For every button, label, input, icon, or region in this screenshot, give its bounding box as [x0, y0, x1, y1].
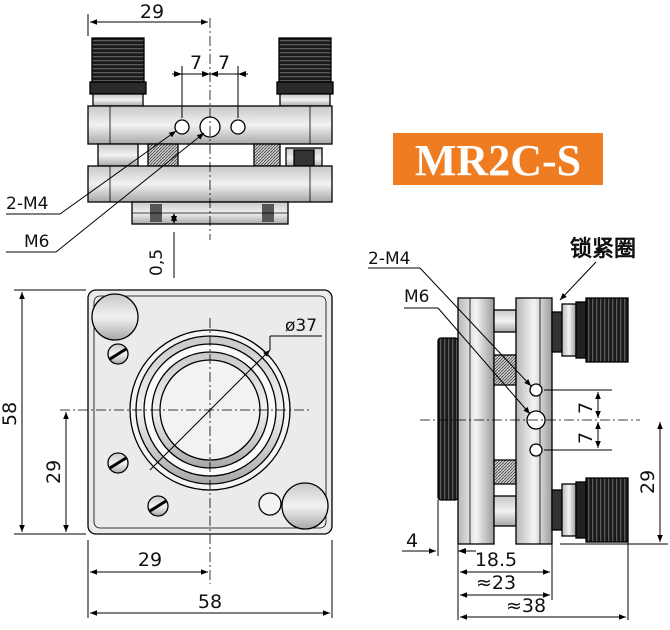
- top-hole-left: [174, 119, 190, 135]
- side-dim-7-lower: 7: [575, 432, 597, 444]
- front-screw-bottom: [147, 495, 169, 517]
- front-dim-aperture: ø37: [285, 316, 317, 336]
- top-left-knob: [89, 37, 147, 107]
- top-dim-7-right: 7: [218, 52, 230, 74]
- front-dim-width-58: 58: [198, 591, 222, 613]
- top-dim-0-5: 0,5: [147, 249, 167, 276]
- front-knob-top-left: [91, 293, 139, 341]
- top-hole-right: [230, 119, 246, 135]
- model-badge: MR2C-S: [393, 133, 603, 185]
- top-view: 29 7 7 2-M4 M6 0,5: [6, 1, 334, 278]
- side-lock-ring: [437, 337, 459, 501]
- side-dim-38: ≈38: [506, 595, 546, 617]
- front-knob-bottom-right: [281, 482, 329, 530]
- side-dim-23: ≈23: [476, 572, 516, 594]
- top-right-knob: [276, 37, 334, 107]
- side-dim-4: 4: [406, 530, 418, 552]
- model-badge-text: MR2C-S: [415, 136, 581, 185]
- side-label-2-m4: 2-M4: [368, 249, 410, 269]
- top-dim-29: 29: [140, 1, 164, 23]
- lock-ring-label: 锁紧圈: [570, 236, 636, 262]
- front-dim-height-29: 29: [43, 460, 65, 484]
- side-hole-lower: [529, 443, 543, 457]
- side-front-plate: [457, 297, 495, 545]
- side-knob-lower: [575, 477, 629, 543]
- side-dim-7-upper: 7: [575, 402, 597, 414]
- front-screw-left-bottom: [107, 452, 129, 474]
- front-dim-width-29: 29: [138, 549, 162, 571]
- model-badge-background: [393, 133, 603, 185]
- top-label-m6: M6: [24, 232, 49, 252]
- front-screw-left-top: [107, 343, 129, 365]
- front-view: ø37 58 29 29 58: [0, 289, 333, 618]
- top-label-2-m4: 2-M4: [6, 194, 48, 214]
- side-dim-18-5: 18.5: [475, 549, 517, 571]
- side-knob-upper: [575, 297, 629, 363]
- side-label-m6: M6: [404, 287, 429, 307]
- side-dim-29: 29: [637, 470, 659, 494]
- front-dim-height-58: 58: [0, 402, 21, 426]
- top-dim-7-left: 7: [190, 52, 202, 74]
- side-view: 锁紧圈 2-M4 M6 7 7 29 4 18.5 ≈2: [368, 236, 668, 620]
- side-hole-upper: [529, 383, 543, 397]
